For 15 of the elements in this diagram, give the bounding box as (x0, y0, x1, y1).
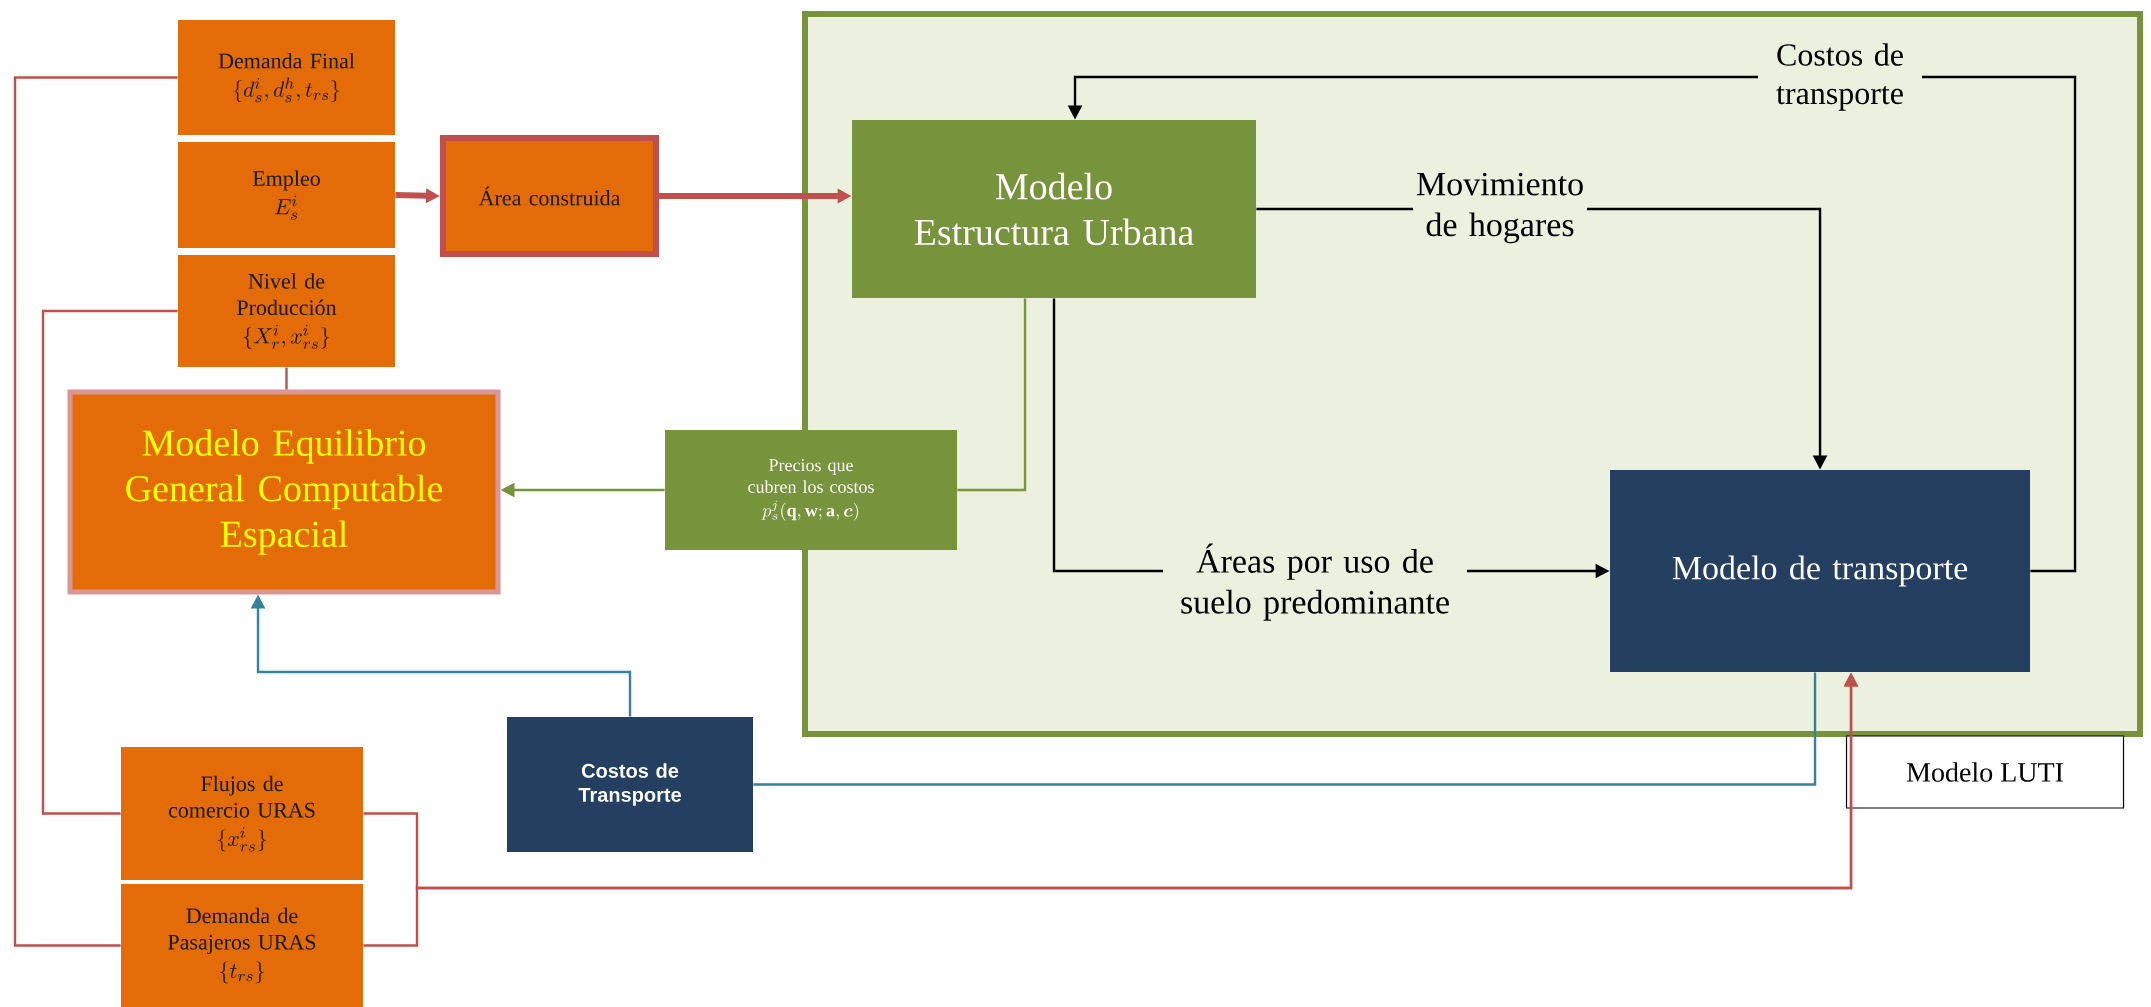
edge-label: Movimiento de hogares (1413, 170, 1587, 246)
process-box: Precios que cubren los costos $p_s^j(\mathbf{q},\mathbf{w};\mathbf{a},\boldsymbol{c})$ (665, 430, 957, 550)
process-box: Empleo $E_s^i$ (178, 142, 395, 248)
model-box: Modelo Estructura Urbana (852, 120, 1256, 298)
model-box: Modelo de transporte (1610, 470, 2031, 672)
model-box: Modelo Equilibrio General Computable Espacial (67, 389, 501, 595)
process-box: Costos de Transporte (507, 717, 753, 852)
container-label: Modelo LUTI (1845, 735, 2125, 809)
process-box: Flujos de comercio URAS $\{x_{rs}^i\}$ (121, 747, 363, 880)
edge-label: Costos de transporte (1758, 41, 1922, 113)
edge-label: Áreas por uso de suelo predominante (1163, 541, 1467, 623)
process-box: Demanda Final $\{d_s^i, d_s^h, t_{rs}\}$ (178, 20, 395, 135)
process-box: Demanda de Pasajeros URAS $\{t_{rs}\}$ (121, 884, 363, 1007)
process-box: Área construida (440, 135, 659, 257)
process-box: Nivel de Producción $\{X_r^i, x_{rs}^i\}$ (178, 255, 395, 367)
